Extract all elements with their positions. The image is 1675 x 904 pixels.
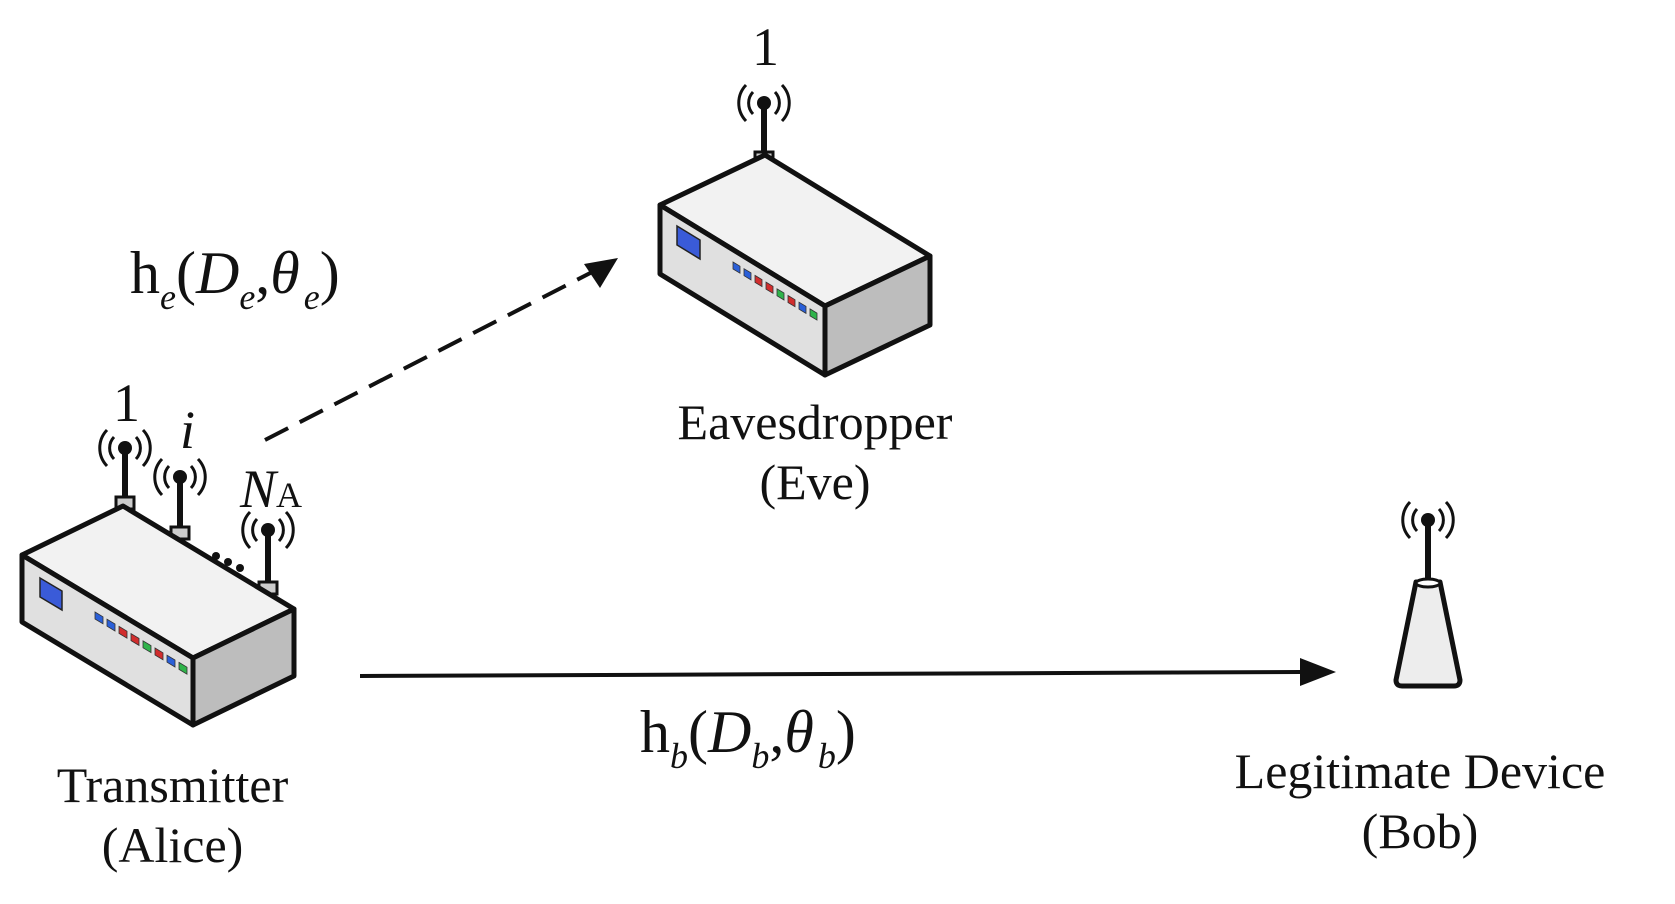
led-indicator [166, 654, 176, 668]
led-indicator [118, 625, 128, 639]
alice-antenna-na-label: NA [240, 459, 303, 519]
bob-wave-icon [1411, 507, 1419, 533]
bob-channel-arrow [359, 670, 1301, 678]
eve-role: (Eve) [759, 454, 871, 510]
eve-channel-arrow [264, 266, 601, 442]
alice-screen [39, 576, 63, 612]
alice-label: Transmitter (Alice) [0, 760, 345, 870]
eve-box-side [822, 253, 933, 378]
alice-router-icon [19, 428, 297, 728]
alice-role: (Alice) [101, 817, 244, 873]
eve-channel-arrowhead [584, 258, 618, 288]
eve-antenna-icon [737, 83, 791, 166]
led-indicator [154, 647, 164, 661]
bob-channel-arrowhead [1300, 658, 1336, 686]
eve-label: Eavesdropper (Eve) [620, 397, 1010, 507]
eve-router-icon [657, 83, 933, 378]
bob-device-body [1393, 579, 1463, 689]
alice-name: Transmitter [56, 757, 289, 813]
antenna-ellipsis-icon [212, 552, 244, 572]
alice-led-strip [94, 611, 188, 675]
led-indicator [809, 308, 818, 321]
led-indicator [106, 618, 116, 632]
led-indicator [776, 288, 785, 301]
bob-name: Legitimate Device [1234, 743, 1606, 799]
led-indicator [94, 611, 104, 625]
led-indicator [178, 661, 188, 675]
alice-antenna-i-label: i [180, 400, 196, 460]
led-indicator [787, 294, 796, 308]
led-indicator [765, 281, 774, 295]
bob-label: Legitimate Device (Bob) [1170, 746, 1670, 856]
eve-screen [676, 224, 701, 261]
eve-name: Eavesdropper [677, 394, 953, 450]
led-indicator [130, 632, 140, 647]
led-indicator [743, 267, 752, 281]
led-indicator [732, 261, 741, 274]
alice-antenna-1-icon [98, 428, 152, 511]
bob-role: (Bob) [1361, 803, 1479, 859]
bob-device-icon [1393, 500, 1463, 689]
alice-antenna-1-label: 1 [113, 373, 140, 433]
led-indicator [142, 640, 152, 654]
alice-box-side [190, 606, 297, 728]
eve-led-strip [732, 261, 818, 321]
eve-antenna-1-label: 1 [752, 17, 779, 77]
led-indicator [798, 301, 807, 315]
led-indicator [754, 274, 763, 288]
